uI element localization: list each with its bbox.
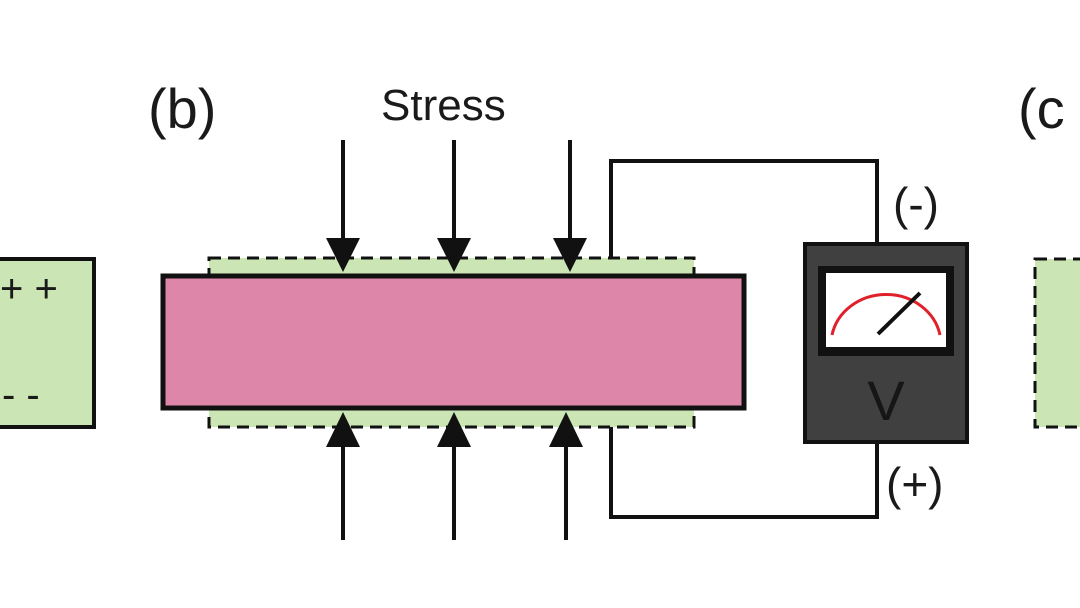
arrowhead-top-1 xyxy=(326,238,360,272)
arrowhead-top-2 xyxy=(437,238,471,272)
positive-terminal-label: (+) xyxy=(886,458,944,510)
arrowhead-top-3 xyxy=(553,238,587,272)
arrowhead-bottom-2 xyxy=(437,412,471,447)
gauge-needle xyxy=(876,291,922,336)
panel-c-partial: (c xyxy=(1018,77,1080,429)
piezo-crystal xyxy=(160,273,747,411)
gauge-scale-arc xyxy=(830,293,942,336)
arrowhead-bottom-3 xyxy=(549,412,583,447)
panel-c-label: (c xyxy=(1018,77,1065,140)
panel-a-partial: + + - - xyxy=(0,257,96,429)
wire-bottom xyxy=(609,426,879,519)
negative-terminal-label: (-) xyxy=(893,178,939,230)
bottom-stress-arrows xyxy=(326,412,583,540)
arrowhead-bottom-1 xyxy=(326,412,360,447)
panel-a-element xyxy=(0,257,96,429)
panel-c-element xyxy=(1033,257,1080,429)
voltmeter: V xyxy=(803,242,969,444)
panel-a-top-charges: + + xyxy=(0,267,58,311)
voltmeter-symbol: V xyxy=(867,369,905,432)
top-stress-arrows xyxy=(326,140,587,272)
wire-top xyxy=(609,159,879,262)
panel-a-bottom-charges: - - xyxy=(2,373,40,417)
panel-b: (b) Stress xyxy=(148,77,969,540)
panel-b-label: (b) xyxy=(148,77,216,140)
stress-label: Stress xyxy=(381,81,506,130)
